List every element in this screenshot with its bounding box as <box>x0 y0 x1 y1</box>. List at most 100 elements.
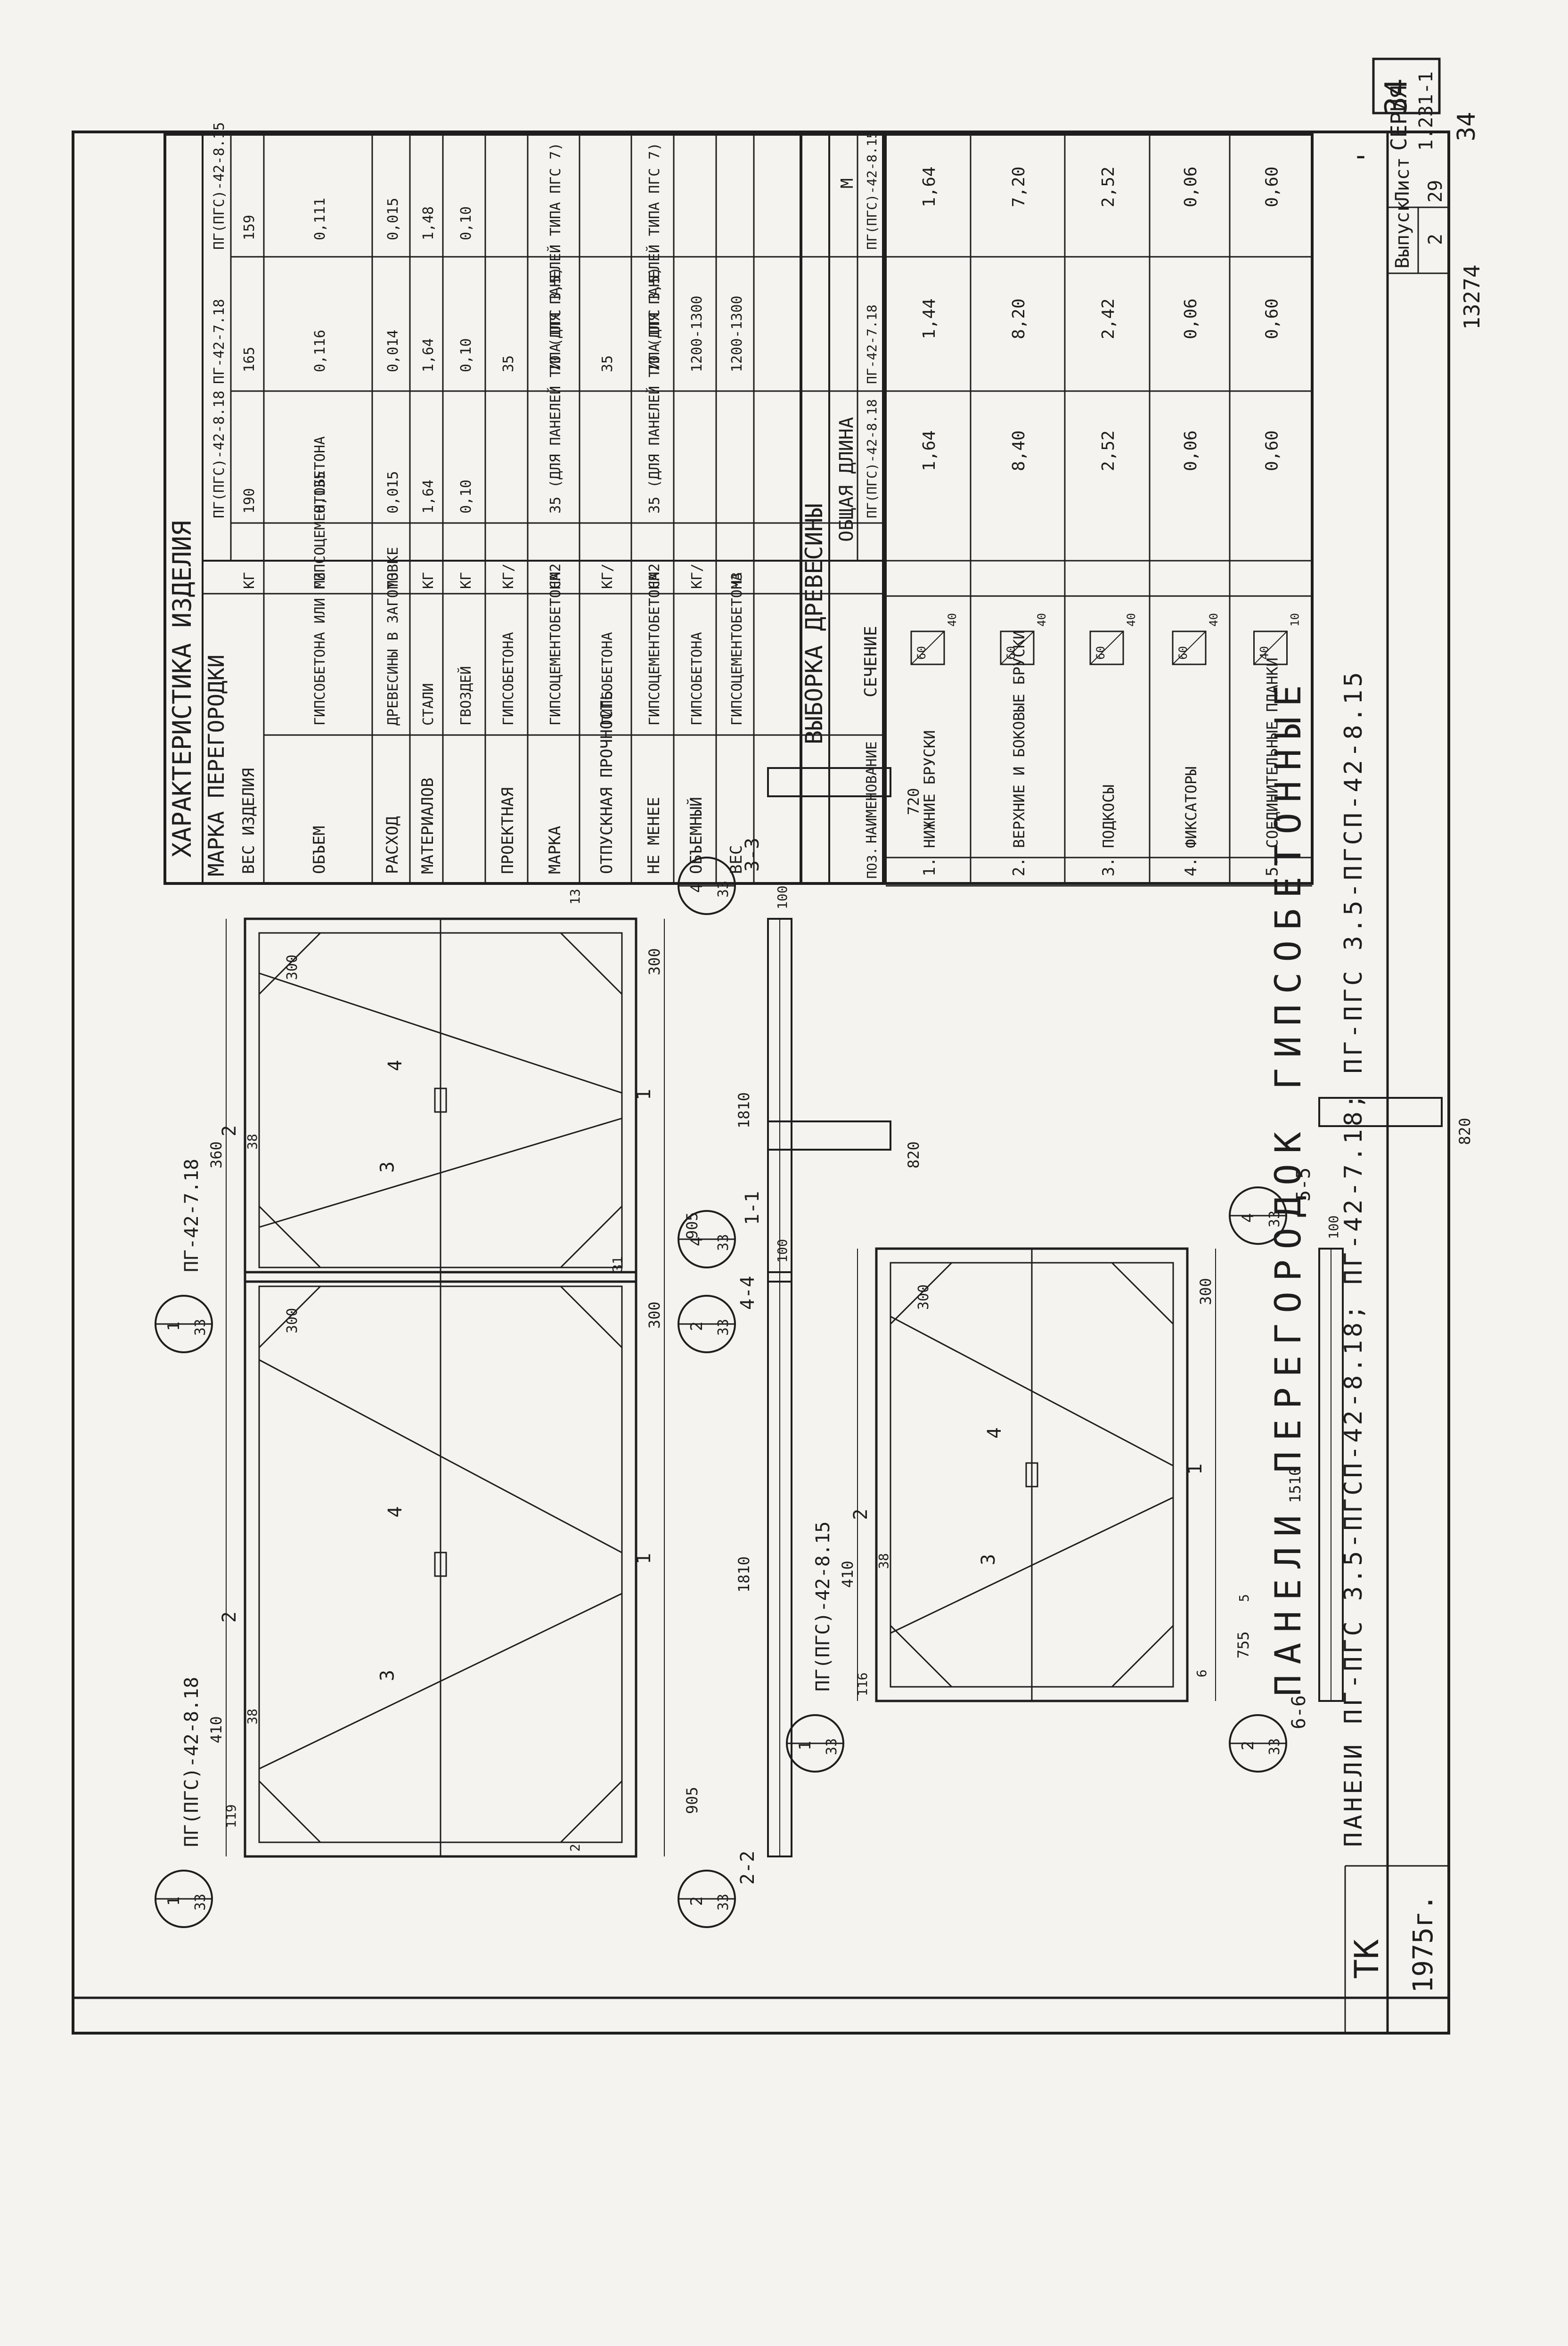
dim-label: 6 <box>1194 1669 1209 1677</box>
timber-pos: 4. <box>1182 857 1200 876</box>
tk-label: ТК <box>1348 1939 1386 1979</box>
row-value-2: 0,116 <box>312 330 328 372</box>
section-icon <box>1172 630 1207 665</box>
section-width-dim: 820 <box>905 1141 923 1169</box>
section-label: 2-2 <box>737 1851 759 1885</box>
row-value-1: 0,015 <box>385 471 401 514</box>
timber-pos: 2. <box>1010 857 1029 876</box>
timber-col-2: ПГ-42-7.18 <box>864 304 880 384</box>
panel-mark: ПГ-42-7.18 <box>181 1159 203 1272</box>
row-unit: КГ/ <box>689 564 705 589</box>
section-hatch <box>1172 631 1206 665</box>
col-header-1: ПГ(ПГС)-42-8.18 <box>211 391 228 518</box>
row-label: ОТПУСКНАЯ ПРОЧНОСТЬ <box>597 691 616 874</box>
timber-name: НИЖНИЕ БРУСКИ <box>921 730 939 848</box>
callout-number: 1 <box>796 1741 815 1750</box>
archive-number: 13274 <box>1459 265 1485 330</box>
position-label: 3 <box>978 1554 999 1565</box>
corner-brace <box>258 932 321 995</box>
section-dim-2: 40 <box>1035 613 1048 627</box>
row-unit: КГ/ <box>500 564 517 589</box>
row-unit: М3 <box>729 572 745 589</box>
sheet-mark: 34 <box>1453 112 1481 141</box>
row-value-2: 0,10 <box>458 338 474 372</box>
fixator-icon <box>434 1552 447 1577</box>
row-value-3: 0,015 <box>385 198 401 240</box>
section-dim-2: 40 <box>1207 613 1220 627</box>
panel-brace <box>259 1359 622 1553</box>
timber-value-1: 1,64 <box>920 430 939 471</box>
callout-sheet: 33 <box>1266 1210 1283 1227</box>
section-thickness-dim: 100 <box>1326 1215 1341 1239</box>
dim-label: 13 <box>567 889 583 905</box>
corner-brace <box>560 1780 623 1843</box>
position-label: 2 <box>850 1509 872 1520</box>
bottom-section <box>767 1120 891 1151</box>
row-value-1: 1,64 <box>420 480 437 514</box>
callout-number: 2 <box>687 1896 706 1906</box>
row-value-2: 35 <box>599 355 616 372</box>
row-unit: М3 <box>312 572 328 589</box>
panel-brace <box>259 1593 622 1770</box>
corner-brace <box>1111 1625 1174 1688</box>
bottom-section <box>767 767 891 797</box>
callout-sheet: 33 <box>1266 1738 1283 1755</box>
timber-pos: 1. <box>920 857 939 876</box>
dim-label: 31 <box>610 1256 625 1272</box>
corner-dim: 300 <box>915 1284 932 1310</box>
panel-height-dim-1: 755 <box>1234 1631 1252 1659</box>
row-value-3: 1,48 <box>420 206 437 240</box>
callout-number: 1 <box>164 1322 183 1331</box>
dim-label: 2 <box>567 1844 583 1852</box>
row-value-3: 159 <box>241 215 258 240</box>
row-label: МАРКА <box>546 826 564 874</box>
row-value-1: 0,10 <box>458 480 474 514</box>
callout-sheet: 33 <box>715 881 732 898</box>
callout-number: 4 <box>1239 1213 1258 1223</box>
timber-section-header: СЕЧЕНИЕ <box>861 626 881 697</box>
callout-number: 4 <box>687 1237 706 1246</box>
row-label: РАСХОД <box>383 816 402 874</box>
section-length-dim: 1810 <box>735 1556 753 1593</box>
timber-value-2: 8,20 <box>1009 298 1029 339</box>
section-width-dim: 720 <box>905 788 923 815</box>
panel-mark: ПГ(ПГС)-42-8.18 <box>181 1677 203 1847</box>
sheet-frame <box>72 57 1450 2035</box>
col-header-2: ПГ-42-7.18 <box>211 299 228 384</box>
timber-value-2: 0,06 <box>1181 298 1200 339</box>
row-sublabel: ГИПСОБЕТОНА <box>689 632 705 726</box>
row-sublabel: ГИПСОБЕТОНА ИЛИ ГИПСОЦЕМЕНТОБЕТОНА <box>312 436 328 726</box>
row-unit: СМ2 <box>547 564 564 589</box>
row-label: ОБЪЕМНЫЙ <box>686 797 706 874</box>
timber-pos-header: ПОЗ. <box>864 847 880 879</box>
series-value: 1.231-1 <box>1415 71 1437 151</box>
position-label: 4 <box>384 1506 406 1518</box>
list-value: 29 <box>1425 180 1446 203</box>
position-label: 1 <box>633 1553 655 1564</box>
callout-number: 4 <box>687 883 706 893</box>
timber-value-1: 0,06 <box>1181 430 1200 471</box>
row-unit: М3 <box>385 572 401 589</box>
position-label: 2 <box>219 1611 240 1623</box>
section-dim-1: 60 <box>1094 646 1107 660</box>
section-length-dim: 1510 <box>1286 1467 1304 1503</box>
row-value-1: 190 <box>241 488 258 514</box>
panel-thickness-dim: 38 <box>245 1708 260 1725</box>
row-sublabel: ГИПСОЦЕМЕНТОБЕТОНА <box>729 572 745 726</box>
dim-label: 5 <box>1236 1594 1252 1602</box>
panel-brace <box>890 1316 1174 1467</box>
timber-title: ВЫБОРКА ДРЕВЕСИНЫ <box>800 503 828 744</box>
corner-brace <box>890 1625 953 1688</box>
section-hatch <box>1090 631 1124 665</box>
section-hatch <box>1253 631 1288 665</box>
timber-value-3: 0,06 <box>1181 166 1200 207</box>
section-label: 1-1 <box>742 1191 763 1225</box>
timber-name: ФИКСАТОРЫ <box>1182 767 1200 848</box>
row-value-2: 35 <box>500 355 517 372</box>
section-width-dim: 820 <box>1456 1118 1474 1145</box>
timber-value-1: 2,52 <box>1099 430 1118 471</box>
